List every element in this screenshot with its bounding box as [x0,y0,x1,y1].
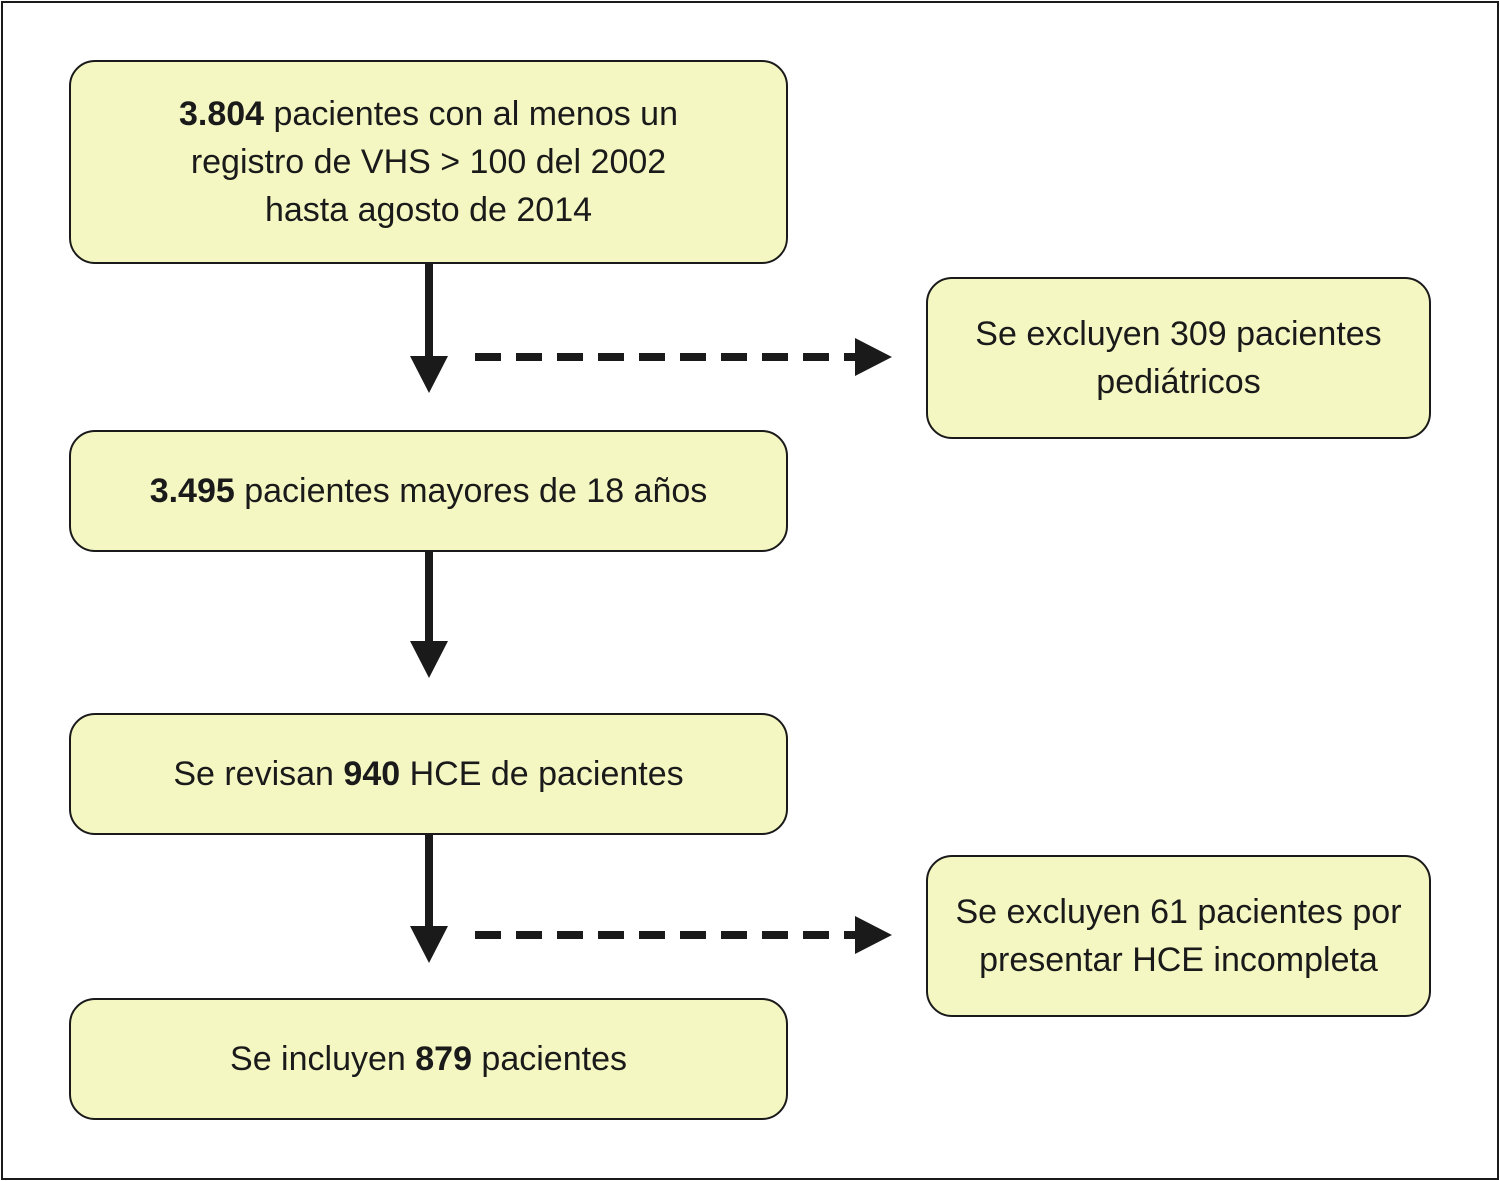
arrow-head-n2-to-n3 [410,641,448,678]
node-total-patients-line2: registro de VHS > 100 del 2002 [190,143,667,181]
arrow-head-n3-to-n4 [410,926,448,963]
node-included-patients: Se incluyen 879 pacientes [69,998,788,1120]
node-total-patients-line1-rest: pacientes con al menos un [264,95,679,133]
node-included-patients-text: Se incluyen 879 pacientes [230,1035,627,1083]
node-included-patients-pre: Se incluyen [230,1040,416,1078]
node-exclude-pediatric-line2: pediátricos [1096,363,1261,401]
node-total-patients-text: 3.804 pacientes con al menos un registro… [179,90,678,234]
total-patients-count: 3.804 [178,95,265,133]
node-included-patients-post: pacientes [471,1040,627,1078]
node-exclude-incomplete-line2: presentar HCE incompleta [979,941,1378,979]
node-reviewed-records: Se revisan 940 HCE de pacientes [69,713,788,835]
node-exclude-pediatric: Se excluyen 309 pacientes pediátricos [926,277,1431,439]
node-total-patients-line3: hasta agosto de 2014 [264,191,593,229]
node-exclude-pediatric-text: Se excluyen 309 pacientes pediátricos [975,310,1381,406]
node-reviewed-records-text: Se revisan 940 HCE de pacientes [173,750,683,798]
included-patients-count: 879 [415,1040,472,1078]
node-adult-patients-text: 3.495 pacientes mayores de 18 años [150,467,708,515]
arrow-head-n1-to-n2 [410,356,448,393]
node-total-patients: 3.804 pacientes con al menos un registro… [69,60,788,264]
adult-patients-count: 3.495 [149,472,235,510]
node-adult-patients-rest: pacientes mayores de 18 años [234,472,708,510]
dashed-arrow-head-exclude1 [855,338,892,376]
reviewed-records-count: 940 [343,755,401,793]
dashed-arrow-head-exclude2 [855,916,892,954]
node-adult-patients: 3.495 pacientes mayores de 18 años [69,430,788,552]
node-exclude-incomplete-line1: Se excluyen 61 pacientes por [955,893,1402,931]
node-exclude-incomplete-text: Se excluyen 61 pacientes por presentar H… [955,888,1401,984]
node-total-patients-line1: 3.804 pacientes con al menos un [179,95,678,133]
node-exclude-pediatric-line1: Se excluyen 309 pacientes [975,315,1382,353]
node-exclude-incomplete: Se excluyen 61 pacientes por presentar H… [926,855,1431,1017]
node-reviewed-records-post: HCE de pacientes [400,755,684,793]
node-reviewed-records-pre: Se revisan [173,755,344,793]
